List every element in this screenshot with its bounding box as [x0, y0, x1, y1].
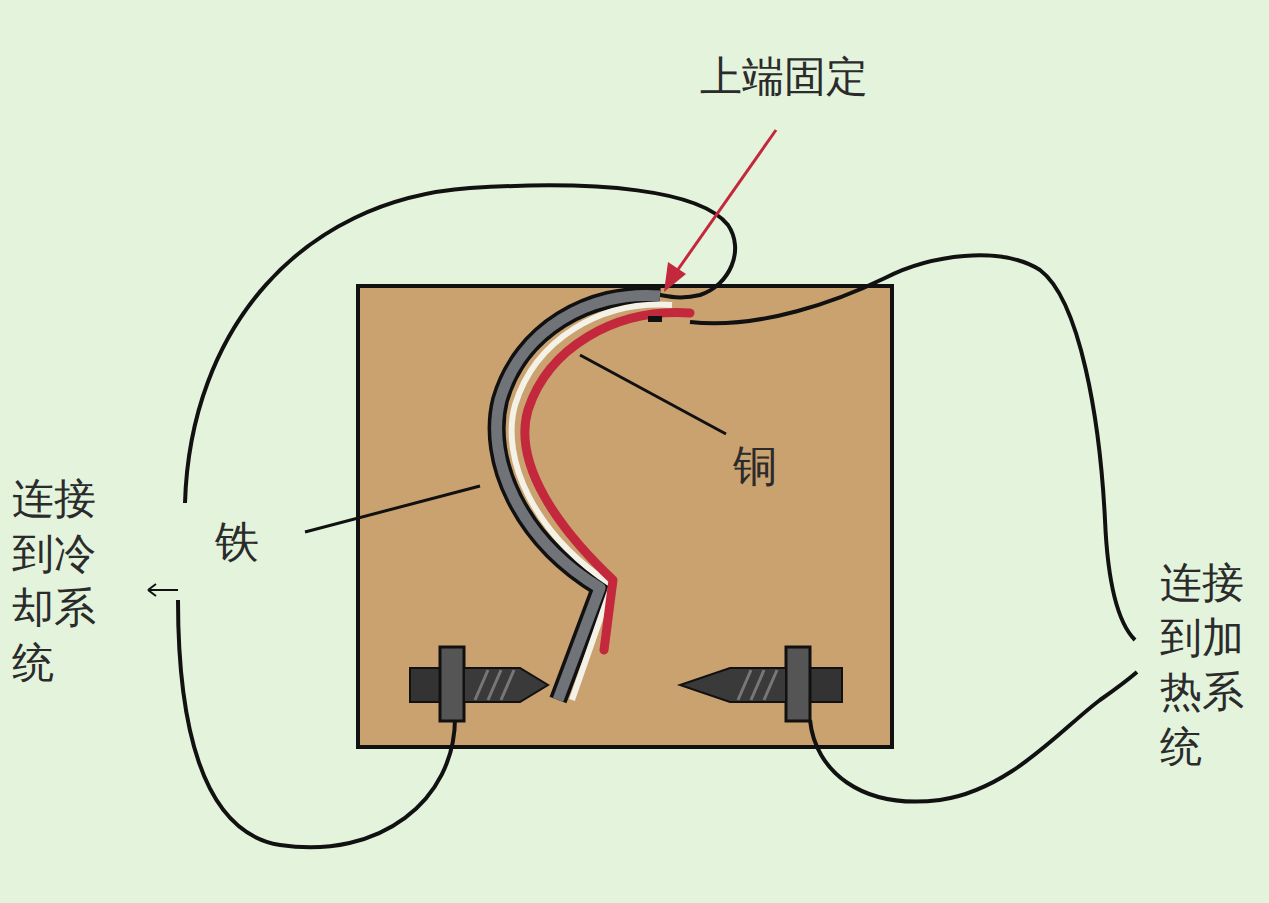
iron-strip	[497, 295, 660, 700]
copper-strip	[525, 313, 690, 650]
arrow-mark	[148, 584, 178, 596]
fixing-point	[648, 316, 662, 322]
fixed-end-label: 上端固定	[700, 52, 868, 102]
heating-label: 连接到加热系统	[1160, 556, 1244, 774]
cooling-label: 连接到冷却系统	[12, 472, 96, 690]
heating-wire	[810, 672, 1137, 802]
leader-line	[305, 486, 480, 532]
left-screw	[410, 647, 548, 721]
heating-wire	[690, 255, 1135, 640]
cooling-wire	[178, 600, 455, 847]
copper-label: 铜	[733, 440, 777, 493]
base-board	[358, 286, 892, 747]
cooling-wire	[185, 185, 735, 503]
strip-gap	[512, 305, 672, 700]
pointer-arrow	[672, 130, 776, 278]
leader-line	[580, 355, 726, 434]
iron-label: 铁	[215, 516, 259, 569]
right-screw	[680, 647, 842, 721]
pointer-arrow-head	[664, 262, 686, 292]
iron-strip	[497, 295, 660, 700]
